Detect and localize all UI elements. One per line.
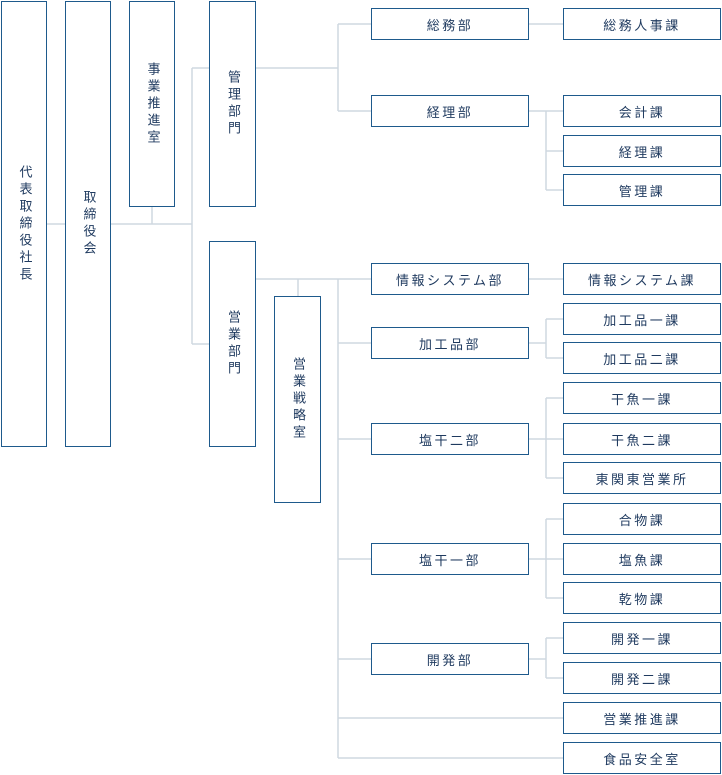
section-accounting-2: 経理課 [563, 135, 721, 167]
dept-salted-dried-2: 塩干二部 [371, 423, 529, 455]
dept-accounting: 経理部 [371, 95, 529, 127]
section-accounting-1: 会計課 [563, 95, 721, 127]
sales-strategy-office-box: 営業戦略室 [274, 296, 321, 503]
dept-development: 開発部 [371, 643, 529, 675]
section-general-hr: 総務人事課 [563, 8, 721, 40]
business-promotion-office-box: 事業推進室 [129, 1, 175, 207]
section-sales-promotion: 営業推進課 [563, 702, 721, 734]
section-processed-2: 加工品二課 [563, 342, 721, 374]
section-development-2: 開発二課 [563, 662, 721, 694]
section-salted-fish: 塩魚課 [563, 543, 721, 575]
dept-info-systems: 情報システム部 [371, 263, 529, 295]
section-dried-fish-1: 干魚一課 [563, 382, 721, 414]
dept-salted-dried-1: 塩干一部 [371, 543, 529, 575]
dept-general-affairs: 総務部 [371, 8, 529, 40]
dept-processed: 加工品部 [371, 327, 529, 359]
sales-division-box: 営業部門 [209, 241, 256, 447]
section-accounting-3: 管理課 [563, 174, 721, 206]
section-aimono: 合物課 [563, 503, 721, 535]
management-division-box: 管理部門 [209, 1, 256, 207]
section-food-safety: 食品安全室 [563, 742, 721, 774]
section-dry-goods: 乾物課 [563, 582, 721, 614]
section-east-kanto-office: 東関東営業所 [563, 462, 721, 494]
section-info-systems: 情報システム課 [563, 263, 721, 295]
section-dried-fish-2: 干魚二課 [563, 423, 721, 455]
section-processed-1: 加工品一課 [563, 303, 721, 335]
section-development-1: 開発一課 [563, 622, 721, 654]
ceo-box: 代表取締役社長 [1, 1, 47, 447]
board-box: 取締役会 [65, 1, 111, 447]
